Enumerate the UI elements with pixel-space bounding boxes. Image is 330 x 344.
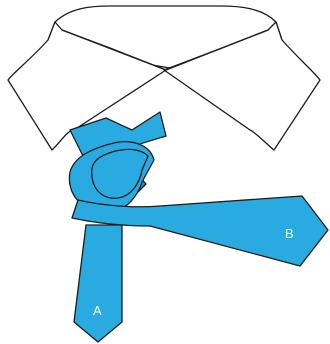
- tie-narrow-end-a: [74, 225, 122, 342]
- end-b-label: B: [285, 226, 294, 241]
- end-a-label: A: [93, 303, 102, 318]
